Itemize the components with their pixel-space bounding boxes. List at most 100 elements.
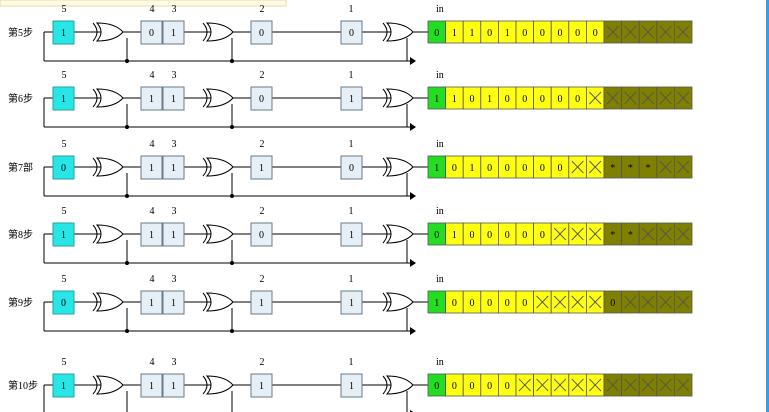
sequence-value: 1 (452, 230, 457, 241)
sequence-value: 1 (505, 28, 510, 39)
cross-mark (641, 378, 655, 392)
register-value: 0 (259, 28, 264, 39)
input-label: in (436, 206, 444, 217)
cross-mark (571, 227, 584, 241)
sequence-value: * (628, 163, 633, 174)
register-value: 1 (149, 381, 154, 392)
xor-gate (205, 88, 234, 108)
cross-mark (606, 25, 619, 39)
register-box (52, 290, 75, 315)
register-value: 1 (349, 298, 354, 309)
register-value: 1 (349, 381, 354, 392)
sequence-value: 0 (522, 94, 527, 105)
step-label: 第8步 (8, 228, 33, 241)
register-number-label: 2 (260, 70, 265, 81)
cross-mark (571, 295, 584, 309)
cross-mark (589, 227, 602, 241)
sequence-value: * (610, 163, 615, 174)
register-value: 1 (171, 163, 176, 174)
register-value: 1 (259, 381, 264, 392)
register-value: 1 (61, 381, 66, 392)
register-number-label: 3 (172, 139, 177, 150)
xor-gate-curve (202, 22, 208, 42)
xor-gate (205, 22, 234, 42)
cross-mark (659, 25, 672, 39)
register-value: 1 (61, 28, 66, 39)
feedback-arrow (410, 192, 416, 200)
tap-dot (125, 194, 129, 198)
register-value: 1 (149, 298, 154, 309)
cross-mark (677, 25, 690, 39)
xor-gate-curve (382, 292, 388, 312)
register-box (52, 86, 75, 111)
sequence-value: 0 (540, 163, 545, 174)
sequence-value: 0 (522, 28, 527, 39)
sequence-value: 0 (470, 381, 475, 392)
register-number-label: 3 (172, 357, 177, 368)
register-number-label: 4 (150, 357, 155, 368)
sequence-value: * (628, 230, 633, 241)
sequence-value: 1 (434, 94, 439, 105)
sequence-value: 0 (452, 381, 457, 392)
register-number-label: 4 (150, 274, 155, 285)
register-value: 1 (349, 230, 354, 241)
register-number-label: 3 (172, 70, 177, 81)
sequence-value: 0 (593, 28, 598, 39)
register-value: 1 (259, 163, 264, 174)
cross-mark (659, 378, 672, 392)
sequence-value: 1 (470, 163, 475, 174)
sequence-value: 0 (487, 163, 492, 174)
sequence-value: 0 (522, 230, 527, 241)
register-box (162, 222, 185, 247)
xor-gate-curve (92, 292, 98, 312)
register-value: 1 (149, 230, 154, 241)
tap-dot (230, 261, 234, 265)
register-box (250, 222, 273, 247)
register-value: 1 (171, 230, 176, 241)
sequence-value: 0 (540, 94, 545, 105)
cross-mark (553, 378, 567, 392)
register-number-label: 4 (150, 4, 155, 15)
sequence-value: 0 (558, 163, 563, 174)
feedback-arrow (410, 57, 416, 65)
xor-gate-curve (382, 157, 388, 177)
cross-mark (589, 160, 602, 174)
xor-gate (205, 375, 234, 395)
sequence-value: 0 (575, 94, 580, 105)
cross-mark (624, 295, 637, 309)
sequence-value: 0 (558, 94, 563, 105)
sequence-value: 0 (505, 381, 510, 392)
register-value: 0 (349, 163, 354, 174)
xor-gate-curve (382, 22, 388, 42)
cross-mark (641, 295, 655, 309)
tap-dot (230, 329, 234, 333)
register-value: 0 (349, 28, 354, 39)
cross-mark (677, 295, 690, 309)
register-number-label: 2 (260, 274, 265, 285)
sequence-value: * (646, 163, 651, 174)
sequence-value: 1 (452, 28, 457, 39)
register-box (340, 20, 363, 45)
register-number-label: 1 (349, 4, 354, 15)
register-box (140, 86, 163, 111)
register-box (140, 20, 163, 45)
tap-dot (125, 59, 129, 63)
register-number-label: 5 (62, 357, 67, 368)
xor-gate (385, 375, 414, 395)
xor-gate (385, 157, 414, 177)
tap-dot (230, 125, 234, 129)
sequence-value: 0 (470, 94, 475, 105)
step-label: 第7部 (8, 161, 33, 174)
top-frame-strip (0, 0, 287, 7)
sequence-value: 1 (470, 28, 475, 39)
step-label: 第10步 (8, 379, 38, 392)
register-box (52, 373, 75, 398)
cross-mark (553, 227, 567, 241)
input-label: in (436, 357, 444, 368)
sequence-value: 0 (487, 298, 492, 309)
register-box (340, 290, 363, 315)
cross-mark (518, 378, 531, 392)
